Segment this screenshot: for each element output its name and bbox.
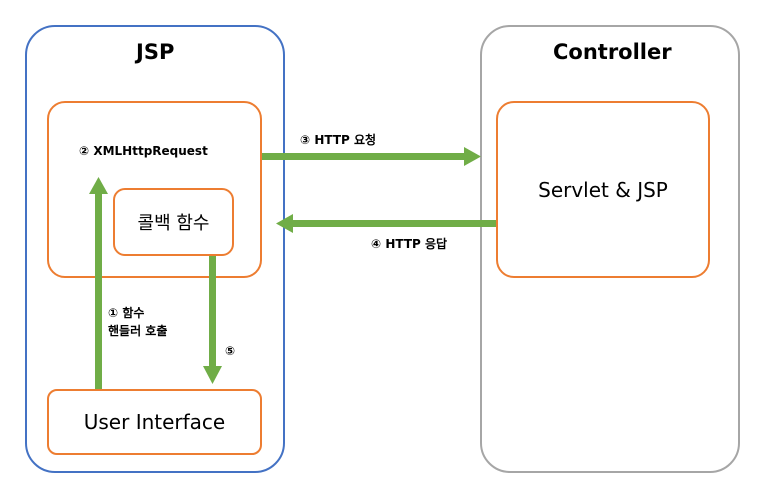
arrow-step5: [209, 256, 216, 368]
arrow-step4: [292, 220, 496, 227]
xhr-label: ② XMLHttpRequest: [79, 144, 208, 158]
step1-label-line2: 핸들러 호출: [108, 324, 168, 338]
arrow-step3: [262, 153, 466, 160]
servlet-label-wrap: Servlet & JSP: [496, 101, 710, 278]
jsp-title: JSP: [136, 40, 175, 64]
step1-label-line1: ① 함수: [108, 306, 145, 320]
ui-label-wrap: User Interface: [47, 389, 262, 455]
arrow-step3-head: [464, 147, 481, 166]
jsp-container: [25, 25, 285, 473]
user-interface-label: User Interface: [83, 410, 226, 434]
servlet-box: [496, 101, 710, 278]
callback-label: 콜백 함수: [137, 213, 210, 234]
controller-container: [480, 25, 740, 473]
step5-label: ⑤: [225, 344, 236, 358]
step3-label: ③ HTTP 요청: [300, 133, 377, 147]
arrow-step4-head: [276, 214, 293, 233]
arrow-step1: [95, 193, 102, 389]
arrow-step1-head: [89, 177, 108, 194]
callback-label-wrap: 콜백 함수: [113, 188, 234, 256]
step4-label: ④ HTTP 응답: [371, 237, 448, 251]
callback-box: [113, 188, 234, 256]
controller-title: Controller: [553, 40, 672, 64]
arrow-step5-head: [203, 366, 222, 384]
servlet-label: Servlet & JSP: [538, 177, 668, 202]
user-interface-box: [47, 389, 262, 455]
